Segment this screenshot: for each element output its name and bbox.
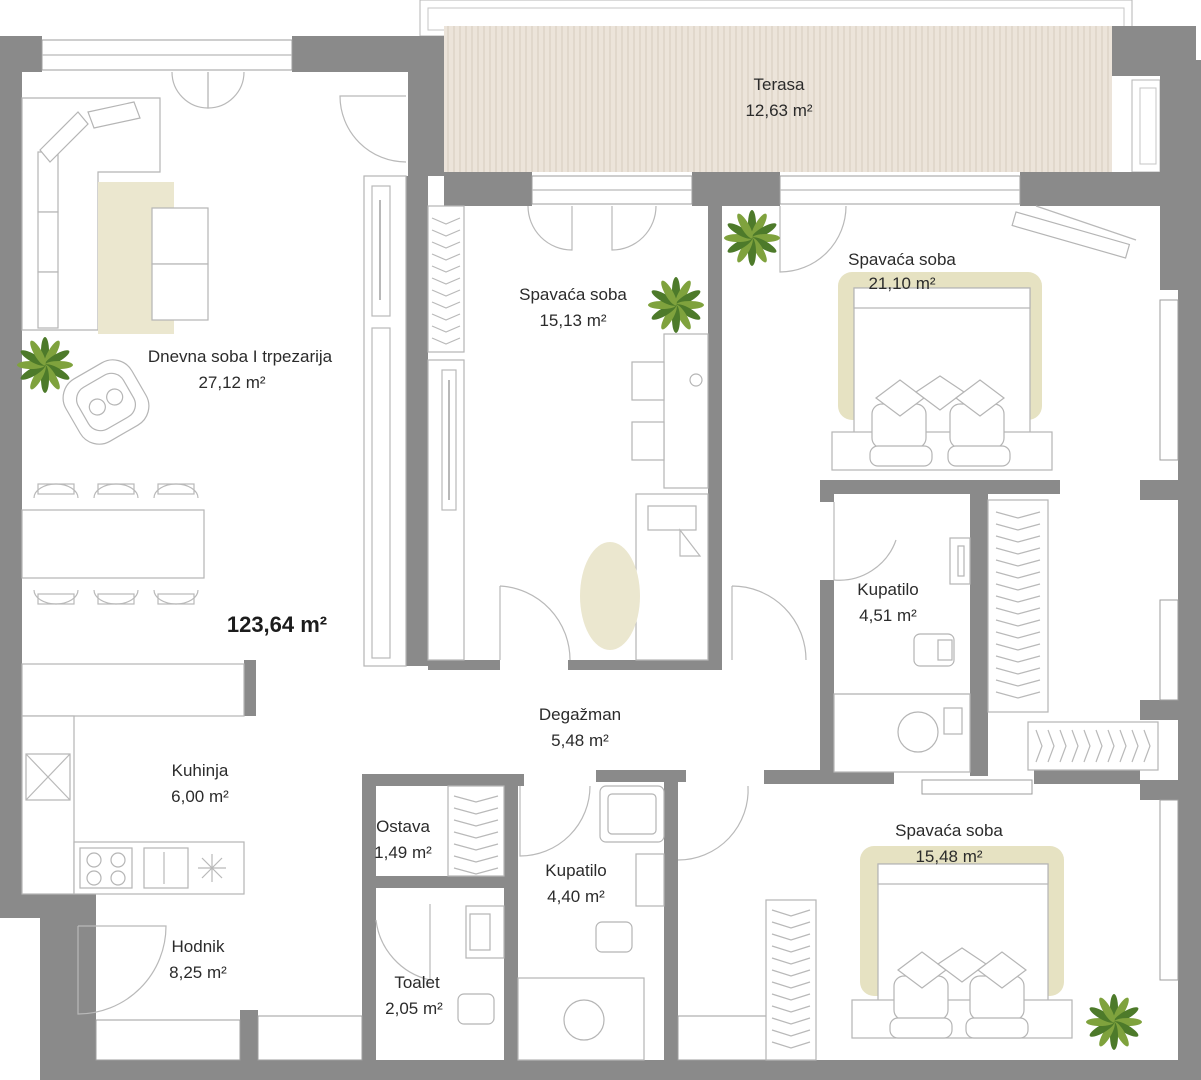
living-room-furniture bbox=[21, 97, 209, 605]
bedroom-1-furniture bbox=[427, 205, 709, 661]
room-area-terasa: 12,63 m² bbox=[745, 101, 812, 120]
bathroom-1-fixtures bbox=[833, 537, 1159, 773]
doors bbox=[77, 71, 1137, 1015]
plant-icon bbox=[1086, 994, 1142, 1050]
hall-wardrobe bbox=[363, 175, 407, 667]
room-area-kupatilo-2: 4,40 m² bbox=[547, 887, 605, 906]
room-name-spavaca-2: Spavaća soba bbox=[848, 250, 956, 269]
room-name-ostava: Ostava bbox=[376, 817, 430, 836]
bedroom-1-rug bbox=[580, 542, 640, 650]
plant-icon bbox=[17, 337, 73, 393]
plants bbox=[17, 210, 1142, 1050]
plant-icon bbox=[648, 277, 704, 333]
room-area-spavaca-3: 15,48 m² bbox=[915, 847, 982, 866]
bedroom-2-furniture bbox=[831, 272, 1053, 713]
room-area-kupatilo-1: 4,51 m² bbox=[859, 606, 917, 625]
plant-icon bbox=[724, 210, 780, 266]
room-name-toalet: Toalet bbox=[394, 973, 440, 992]
snowflake-icon bbox=[198, 854, 226, 882]
kitchen-furniture bbox=[21, 663, 245, 895]
total-area: 123,64 m² bbox=[227, 612, 327, 637]
room-area-degazman: 5,48 m² bbox=[551, 731, 609, 750]
walls bbox=[0, 26, 1201, 1080]
room-name-dnevna: Dnevna soba I trpezarija bbox=[148, 347, 333, 366]
room-name-kupatilo-1: Kupatilo bbox=[857, 580, 918, 599]
room-name-terasa: Terasa bbox=[753, 75, 805, 94]
room-area-spavaca-1: 15,13 m² bbox=[539, 311, 606, 330]
room-name-spavaca-3: Spavaća soba bbox=[895, 821, 1003, 840]
room-area-toalet: 2,05 m² bbox=[385, 999, 443, 1018]
room-area-dnevna: 27,12 m² bbox=[198, 373, 265, 392]
toilet-fixtures bbox=[457, 905, 505, 1025]
room-labels: Terasa 12,63 m² Dnevna soba I trpezarija… bbox=[148, 75, 1004, 1018]
room-name-hodnik: Hodnik bbox=[172, 937, 225, 956]
room-area-spavaca-2: 21,10 m² bbox=[868, 274, 935, 293]
windows bbox=[41, 39, 1179, 1061]
room-name-kuhinja: Kuhinja bbox=[172, 761, 229, 780]
bedroom-3-furniture bbox=[765, 846, 1073, 1061]
pantry-shelves bbox=[447, 785, 505, 877]
room-area-hodnik: 8,25 m² bbox=[169, 963, 227, 982]
room-name-kupatilo-2: Kupatilo bbox=[545, 861, 606, 880]
room-name-spavaca-1: Spavaća soba bbox=[519, 285, 627, 304]
bathroom-2-fixtures bbox=[517, 785, 665, 1061]
terrace bbox=[419, 0, 1161, 173]
room-area-ostava: 1,49 m² bbox=[374, 843, 432, 862]
room-name-degazman: Degažman bbox=[539, 705, 621, 724]
room-area-kuhinja: 6,00 m² bbox=[171, 787, 229, 806]
